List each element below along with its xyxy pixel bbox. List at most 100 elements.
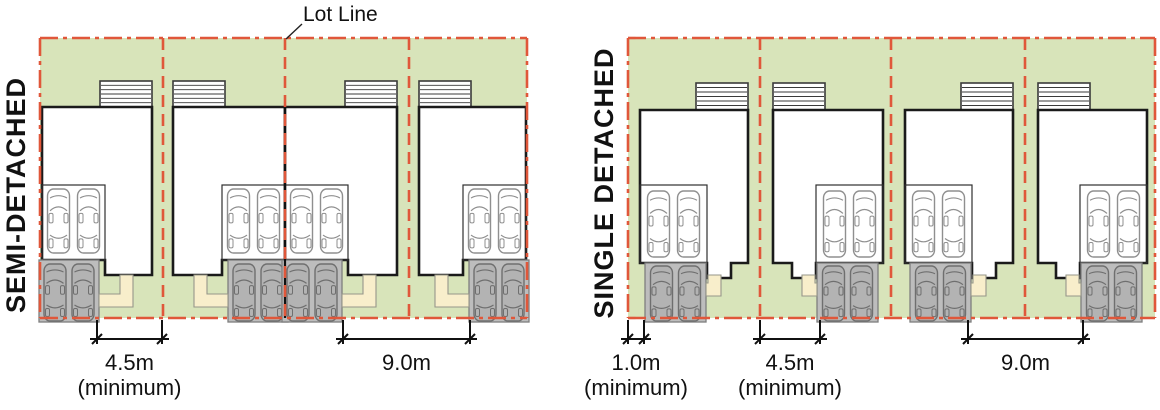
lot-line-leader [285,23,303,40]
driveway-car-part [852,271,871,275]
garage-car-part [1133,215,1139,227]
garage-car-part [322,195,341,199]
garage-car-part [273,238,279,249]
driveway-car-part [503,307,508,317]
garage-car-part [79,206,98,212]
driveway-car-part [46,304,64,309]
garage-car-part [869,241,875,253]
driveway-car-part [942,265,967,322]
driveway-car [849,265,874,322]
driveway-car-part [235,279,253,284]
driveway-car-part [666,286,672,296]
driveway-car-part [60,307,65,317]
driveway-car [1085,265,1110,322]
garage-car-part [93,212,99,224]
garage-car [822,190,847,258]
driveway-car-part [46,279,64,284]
garage-car-part [259,234,278,239]
driveway-car [942,265,967,322]
driveway-car-part [317,279,335,284]
driveway-car-part [1088,280,1107,286]
driveway-car-part [74,279,92,284]
driveway-car-part [317,304,335,309]
garage-car-part [229,206,248,212]
garage-car-part [854,215,860,227]
driveway-car-part [944,286,950,296]
garage-car-part [484,212,490,224]
garage-car-part [243,212,249,224]
driveway-car-part [959,286,965,296]
driveway-car [1113,265,1138,322]
driveway-car-part [501,263,525,322]
garage-car [46,188,71,254]
driveway-car-part [263,269,281,273]
driveway-car-part [317,269,335,273]
garage-car [319,188,344,254]
garage-car-part [944,197,963,201]
garage-car-part [93,238,99,249]
garage-car-part [259,195,278,199]
driveway-car-part [651,286,657,296]
garage-car [289,188,314,254]
driveway-car-part [959,308,965,318]
garage-car-part [499,212,505,224]
garage-car-part [663,215,669,227]
driveway-car-part [262,285,267,295]
garage-car-part [824,215,830,227]
driveway-car-part [916,308,922,318]
garage-car-part [63,238,69,249]
garage-car-part [824,241,830,253]
driveway-car-part [931,308,937,318]
garage-car-part [63,212,69,224]
garage-car-part [1089,197,1108,201]
garage-car-part [855,238,874,243]
garage-car-part [78,212,84,224]
driveway-car-part [503,285,508,295]
garage-car-part [228,238,234,249]
dimension-sublabel: (minimum) [584,375,688,400]
driveway-car-part [851,286,857,296]
garage-car-part [676,190,701,258]
driveway-car-part [849,265,874,322]
walkway [1065,274,1082,297]
garage-car-part [467,188,492,254]
driveway-car [649,265,674,322]
garage-car-part [289,188,314,254]
walkway [705,274,722,297]
driveway-car-part [838,286,844,296]
dimension-tick [962,333,974,345]
garage-car-part [1089,238,1108,243]
garage-car-part [1103,241,1109,253]
garage-car-part [928,241,934,253]
garage-car-part [49,195,68,199]
driveway-car-part [1115,286,1121,296]
driveway-car-part [45,307,50,317]
driveway-car-part [917,271,936,275]
garage-car-part [648,241,654,253]
lot-line-label: Lot Line [303,3,378,26]
driveway-car-part [45,285,50,295]
driveway-car-part [234,285,239,295]
driveway-car-part [73,307,78,317]
driveway-car-part [490,285,495,295]
dimension-tick [91,333,103,345]
driveway-car-part [43,263,67,322]
driveway-car-part [931,286,937,296]
driveway-car-part [504,304,522,309]
garage-car-part [258,238,264,249]
driveway-car-part [917,305,936,309]
garage-car-part [319,188,344,254]
garage-car-part [913,241,919,253]
dimension-label: 9.0m [1001,350,1050,375]
driveway-car-part [316,285,321,295]
garage-car-part [1116,190,1141,258]
dimension-label: 4.5m [105,350,154,375]
garage-car-part [914,238,933,243]
driveway-car-part [866,308,872,318]
driveway-car-part [1113,265,1138,322]
garage-car-part [1119,238,1138,243]
walkway [341,274,377,308]
driveway-car-part [838,308,844,318]
driveway-car-part [303,307,308,317]
driveway-car-part [331,285,336,295]
